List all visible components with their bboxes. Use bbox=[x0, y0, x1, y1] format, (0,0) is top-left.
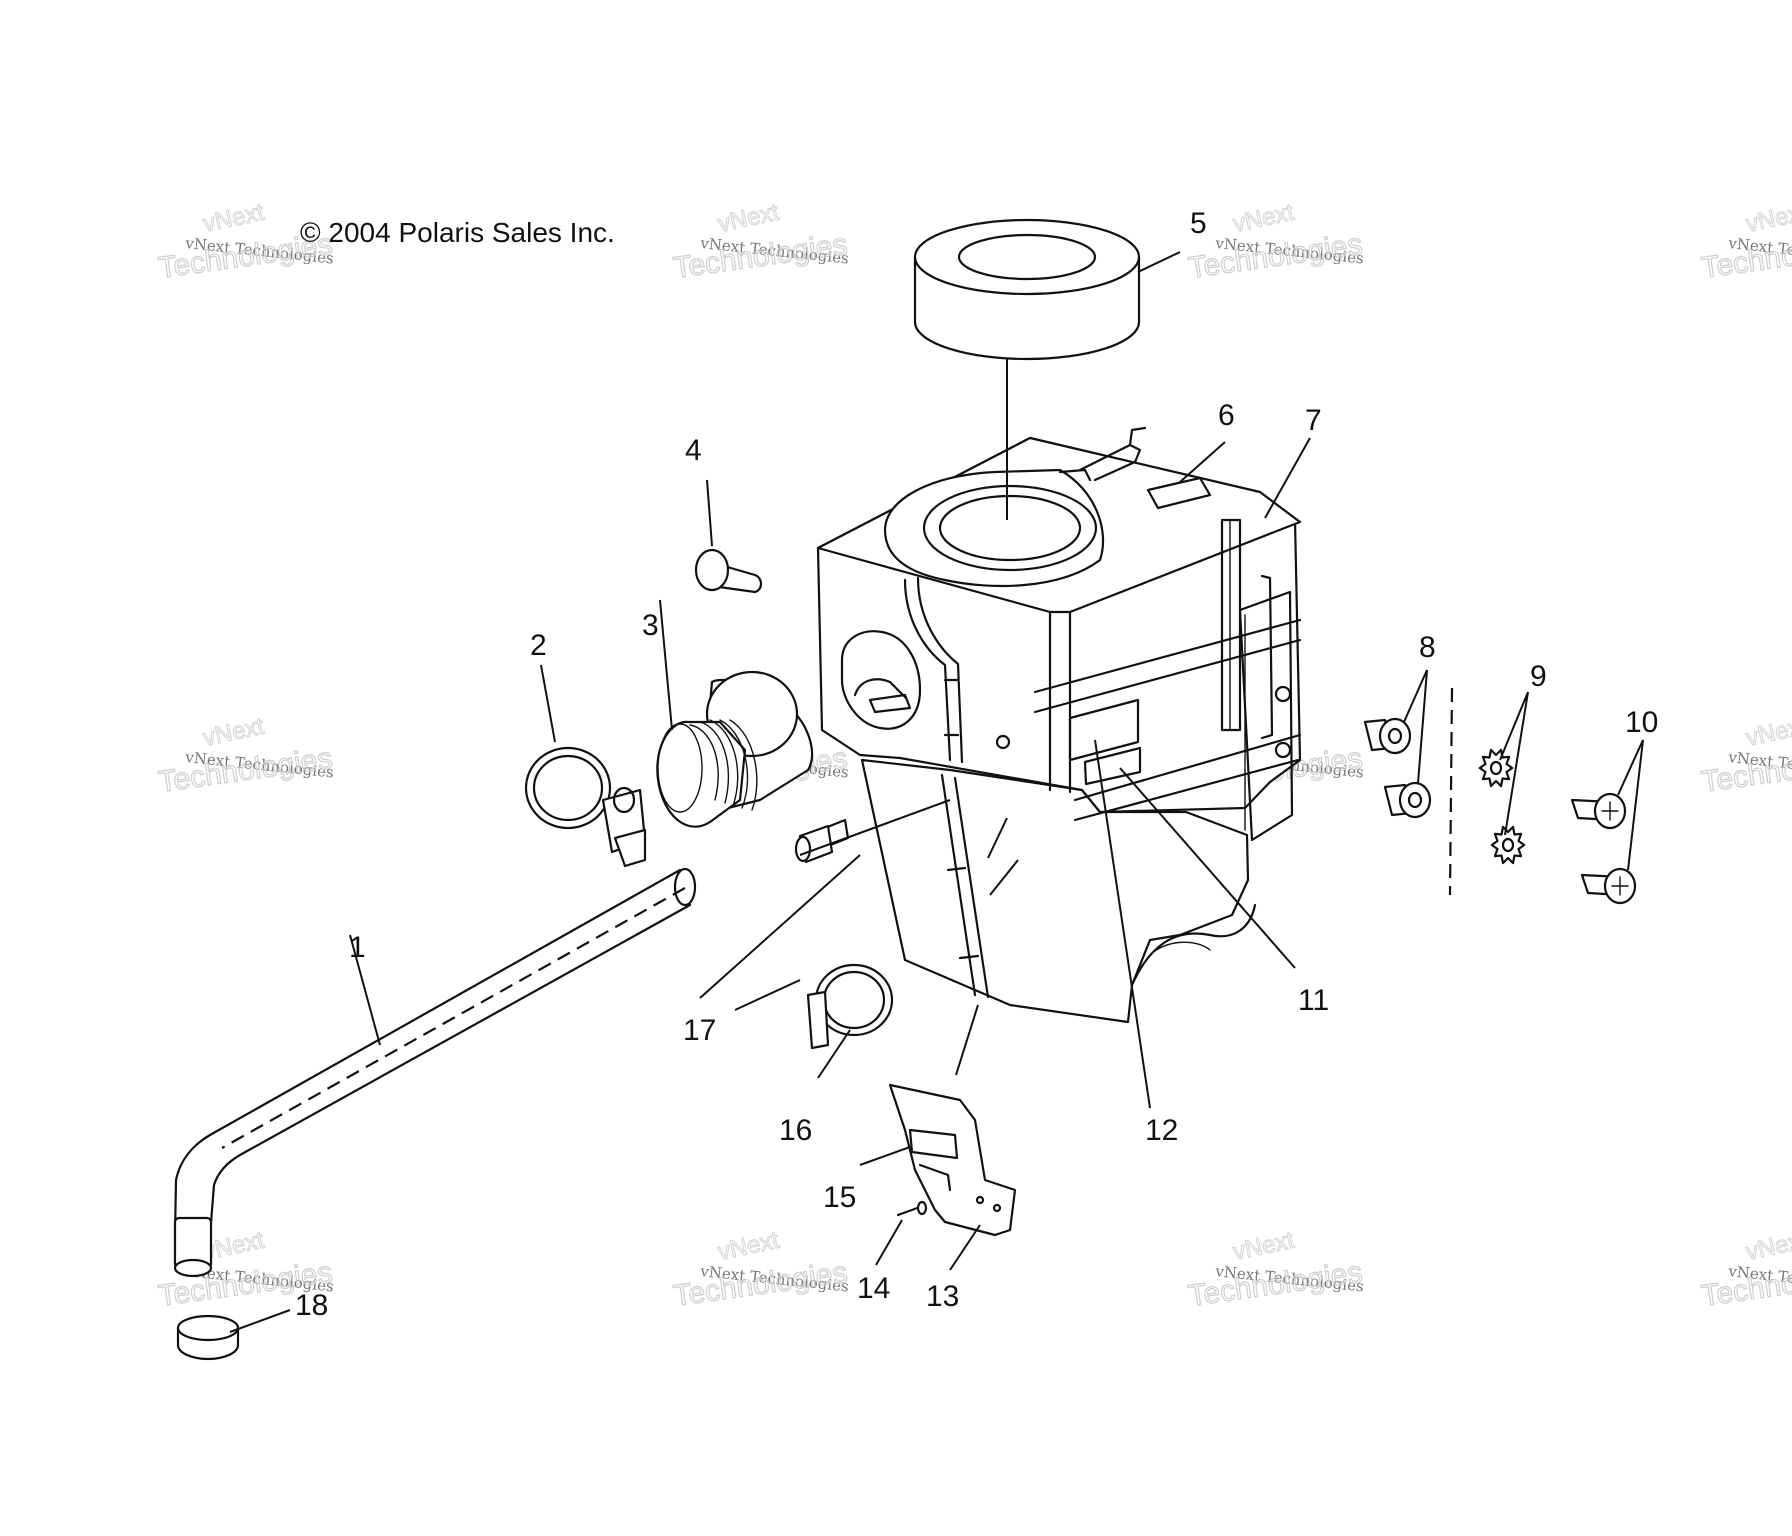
watermark-big: Technologies bbox=[671, 228, 849, 285]
watermark-big: Technologies bbox=[156, 742, 334, 799]
vent-cap-part bbox=[176, 1314, 240, 1361]
mount-bracket-part bbox=[888, 1083, 1017, 1237]
star-washer-part bbox=[1478, 748, 1526, 865]
callout-3: 3 bbox=[642, 609, 659, 642]
watermark-big: Technologies bbox=[1186, 228, 1364, 285]
washer-hole bbox=[1489, 760, 1503, 776]
watermark-big: Technologies bbox=[671, 1256, 849, 1313]
watermark-top: vNext bbox=[1231, 1227, 1297, 1266]
vent-tube-part bbox=[173, 867, 697, 1278]
rivet-part bbox=[896, 1200, 928, 1217]
callout-12: 12 bbox=[1145, 1114, 1178, 1147]
watermark-top: vNext bbox=[1231, 199, 1297, 238]
callout-13: 13 bbox=[926, 1280, 959, 1313]
callout-15: 15 bbox=[823, 1181, 856, 1214]
star-washer bbox=[1478, 748, 1514, 788]
callout-4: 4 bbox=[685, 434, 702, 467]
callout-10: 10 bbox=[1625, 706, 1658, 739]
watermark-top: vNext bbox=[1744, 1227, 1792, 1266]
callout-17: 17 bbox=[683, 1014, 716, 1047]
watermark-top: vNext bbox=[1744, 199, 1792, 238]
small-clamp-part bbox=[806, 963, 894, 1050]
airbox-housing-part bbox=[816, 426, 1302, 1024]
watermark-top: vNext bbox=[1744, 713, 1792, 752]
callout-8: 8 bbox=[1419, 631, 1436, 664]
callout-2: 2 bbox=[530, 629, 547, 662]
watermark-top: vNext bbox=[201, 713, 267, 752]
callout-14: 14 bbox=[857, 1272, 890, 1305]
watermark-big: Technologies bbox=[1186, 1256, 1364, 1313]
star-washer bbox=[1490, 825, 1526, 865]
callout-6: 6 bbox=[1218, 399, 1235, 432]
watermark-top: vNext bbox=[716, 199, 782, 238]
callout-labels: 1 2 3 4 5 6 7 8 9 10 11 12 13 14 15 16 1… bbox=[295, 207, 1658, 1322]
intake-boot-part bbox=[656, 670, 814, 828]
watermark-top: vNext bbox=[716, 1227, 782, 1266]
screw-part bbox=[1570, 792, 1637, 905]
callout-7: 7 bbox=[1305, 404, 1322, 437]
centerline bbox=[1448, 687, 1454, 896]
callout-11: 11 bbox=[1298, 984, 1329, 1017]
grommet-part bbox=[1363, 717, 1432, 819]
callout-9: 9 bbox=[1530, 660, 1547, 693]
bolt-part bbox=[694, 548, 763, 594]
leader-lines bbox=[229, 251, 1644, 1333]
hose-clamp-part bbox=[524, 746, 647, 868]
callout-18: 18 bbox=[295, 1289, 328, 1322]
callout-5: 5 bbox=[1190, 207, 1207, 240]
callout-16: 16 bbox=[779, 1114, 812, 1147]
callout-1: 1 bbox=[349, 931, 366, 964]
foam-filter-part bbox=[913, 218, 1141, 361]
watermark-top: vNext bbox=[201, 199, 267, 238]
washer-hole bbox=[1501, 837, 1515, 853]
copyright-text: © 2004 Polaris Sales Inc. bbox=[300, 217, 615, 248]
